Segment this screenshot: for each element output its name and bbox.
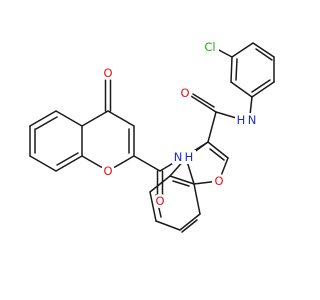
amide-nitrogen-left-hydrogen-label: H	[185, 150, 194, 164]
bond	[207, 111, 217, 143]
bond	[181, 219, 198, 233]
bond	[251, 81, 275, 98]
bond	[207, 141, 229, 159]
bond	[35, 116, 58, 130]
bond	[249, 96, 253, 116]
bond	[193, 183, 201, 215]
bond	[149, 191, 157, 222]
bond	[230, 81, 253, 98]
bond	[56, 152, 79, 166]
bond	[251, 79, 271, 93]
benzofuran-amide-oxygen-label: O	[180, 86, 189, 100]
amide-nitrogen-right-label: N	[248, 113, 257, 127]
benzofuran-ring-oxygen-label: O	[214, 174, 223, 188]
bond	[107, 110, 135, 127]
chromone-amide-oxygen-label: O	[155, 194, 164, 208]
bond	[209, 148, 225, 161]
bond	[192, 93, 215, 108]
bond	[255, 48, 273, 61]
bond	[252, 42, 275, 58]
chromone-ring-oxygen-label: O	[103, 164, 112, 178]
bond	[172, 180, 190, 187]
bond	[230, 56, 233, 83]
bond	[149, 175, 171, 193]
bond	[133, 155, 161, 172]
bond	[155, 220, 181, 231]
amide-nitrogen-right-hydrogen-label: H	[237, 113, 246, 127]
bond	[169, 175, 195, 185]
amide-nitrogen-left-label: N	[174, 150, 183, 164]
chlorine-label: Cl	[204, 40, 215, 54]
bond	[231, 42, 254, 58]
bond	[190, 95, 217, 113]
bond	[55, 110, 83, 127]
bond	[29, 155, 57, 172]
chemical-structure-diagram: O O O N H O O N H Cl	[29, 40, 275, 233]
ketone-oxygen-label: O	[103, 66, 112, 80]
bond	[179, 213, 201, 231]
bond	[235, 58, 238, 81]
atom-labels: O O O N H O O N H Cl	[101, 40, 259, 208]
bond	[29, 110, 57, 127]
bond	[81, 110, 109, 127]
bond	[55, 155, 83, 172]
bond-lines	[29, 42, 275, 233]
